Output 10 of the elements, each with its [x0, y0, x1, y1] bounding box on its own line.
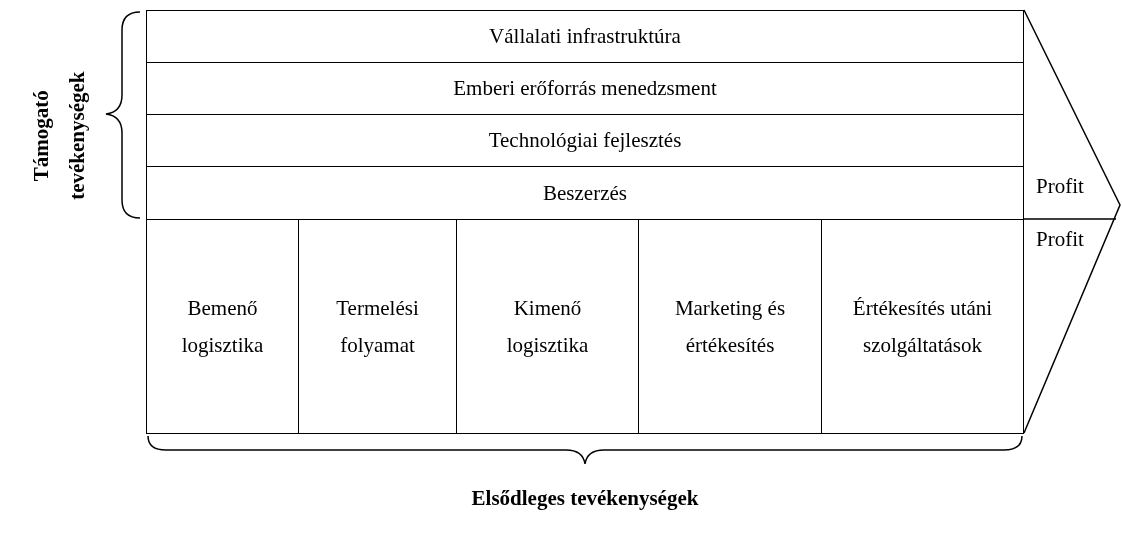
group-label: Támogató tevékenységek: [28, 70, 90, 202]
group-label: Elsődleges tevékenységek: [470, 486, 700, 511]
support-activity-band: Vállalati infrastruktúra: [146, 10, 1024, 63]
primary-activity-box: Bemenő logisztika: [146, 219, 299, 434]
profit-label: Profit: [1036, 227, 1084, 252]
support-activity-band: Technológiai fejlesztés: [146, 114, 1024, 167]
support-activity-band: Emberi erőforrás menedzsment: [146, 62, 1024, 115]
support-activity-band: Beszerzés: [146, 166, 1024, 220]
primary-activity-box: Értékesítés utáni szolgáltatások: [821, 219, 1024, 434]
profit-label: Profit: [1036, 174, 1084, 199]
